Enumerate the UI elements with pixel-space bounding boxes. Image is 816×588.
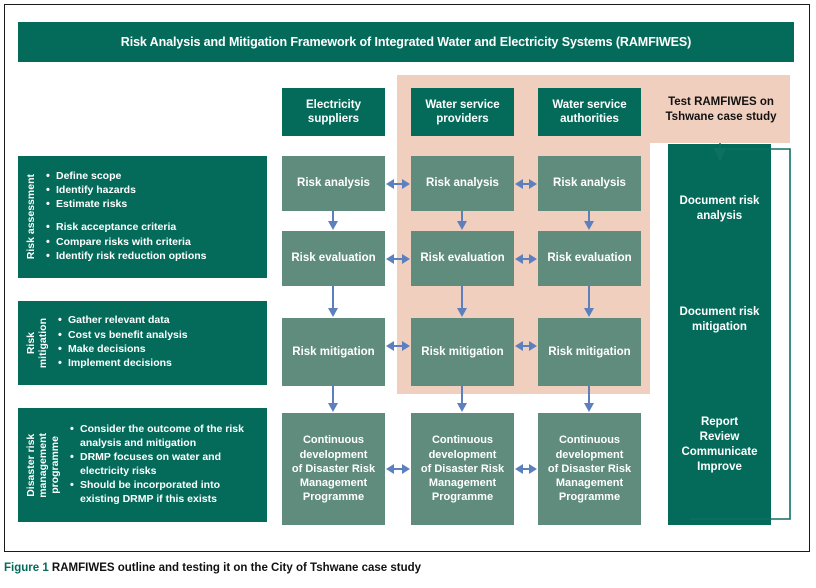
vlabel-wrap-risk-assessment: Risk assessment — [18, 156, 38, 278]
process-box-electricity-risk-analysis[interactable]: Risk analysis — [282, 156, 385, 211]
bullet-list-drmp: Consider the outcome of the risk analysi… — [62, 408, 267, 522]
arrow-down-wsa-evaluation-to-mitigation — [584, 286, 594, 317]
bullets-ul-risk-assessment: Define scope Identify hazards Estimate r… — [46, 169, 261, 265]
arrow-bidirectional-drmp-c2-c3 — [515, 464, 537, 474]
figure-caption: Figure 1 RAMFIWES outline and testing it… — [4, 562, 704, 574]
arrow-down-wsp-analysis-to-evaluation — [457, 211, 467, 230]
bullet-item: Compare risks with criteria — [46, 235, 261, 250]
bullet-item: Define scope — [46, 169, 261, 184]
bullets-ul-risk-mitigation: Gather relevant data Cost vs benefit ana… — [58, 313, 261, 371]
test-ramfiwes-highlight-band — [650, 75, 790, 143]
arrow-down-electricity-evaluation-to-mitigation — [328, 286, 338, 317]
bullet-item: Implement decisions — [58, 356, 261, 371]
process-box-wsa-risk-analysis[interactable]: Risk analysis — [538, 156, 641, 211]
bullet-item: Make decisions — [58, 342, 261, 357]
process-box-wsp-risk-analysis[interactable]: Risk analysis — [411, 156, 514, 211]
arrow-down-wsp-mitigation-to-drmp — [457, 386, 467, 412]
arrow-down-electricity-mitigation-to-drmp — [328, 386, 338, 412]
bullet-item: Estimate risks — [46, 197, 261, 212]
bullets-ul-drmp: Consider the outcome of the risk analysi… — [70, 422, 261, 508]
arrow-bidirectional-evaluation-c1-c2 — [386, 254, 410, 264]
process-box-wsp-risk-evaluation[interactable]: Risk evaluation — [411, 231, 514, 286]
bullet-item: Risk acceptance criteria — [46, 220, 261, 235]
figure-title-banner: Risk Analysis and Mitigation Framework o… — [18, 22, 794, 62]
bullet-list-risk-mitigation: Gather relevant data Cost vs benefit ana… — [50, 301, 267, 385]
bullet-list-risk-assessment: Define scope Identify hazards Estimate r… — [38, 156, 267, 278]
arrow-bidirectional-analysis-c2-c3 — [515, 179, 537, 189]
process-box-electricity-risk-mitigation[interactable]: Risk mitigation — [282, 318, 385, 386]
arrow-bidirectional-mitigation-c2-c3 — [515, 341, 537, 351]
figure-caption-number: Figure 1 — [4, 562, 49, 574]
arrow-down-wsa-analysis-to-evaluation — [584, 211, 594, 230]
vertical-label-risk-assessment: Risk assessment — [25, 174, 37, 260]
arrow-down-wsp-evaluation-to-mitigation — [457, 286, 467, 317]
arrow-bidirectional-mitigation-c1-c2 — [386, 341, 410, 351]
arrow-bidirectional-analysis-c1-c2 — [386, 179, 410, 189]
bullet-item: Identify risk reduction options — [46, 249, 261, 264]
process-box-wsp-risk-mitigation[interactable]: Risk mitigation — [411, 318, 514, 386]
bullet-item: Cost vs benefit analysis — [58, 328, 261, 343]
bullet-item: DRMP focuses on water and electricity ri… — [70, 450, 261, 479]
left-panel-risk-assessment: Risk assessment Define scope Identify ha… — [18, 156, 267, 278]
bullet-item: Gather relevant data — [58, 313, 261, 328]
arrow-bidirectional-drmp-c1-c2 — [386, 464, 410, 474]
arrow-down-wsa-mitigation-to-drmp — [584, 386, 594, 412]
bullet-item: Should be incorporated into existing DRM… — [70, 478, 261, 507]
bullet-item: Identify hazards — [46, 183, 261, 198]
arrow-down-electricity-analysis-to-evaluation — [328, 211, 338, 230]
process-box-wsa-risk-mitigation[interactable]: Risk mitigation — [538, 318, 641, 386]
arrow-bidirectional-evaluation-c2-c3 — [515, 254, 537, 264]
process-box-wsa-risk-evaluation[interactable]: Risk evaluation — [538, 231, 641, 286]
figure-caption-text: RAMFIWES outline and testing it on the C… — [48, 562, 422, 574]
process-box-electricity-risk-evaluation[interactable]: Risk evaluation — [282, 231, 385, 286]
bullet-item: Consider the outcome of the risk analysi… — [70, 422, 261, 451]
